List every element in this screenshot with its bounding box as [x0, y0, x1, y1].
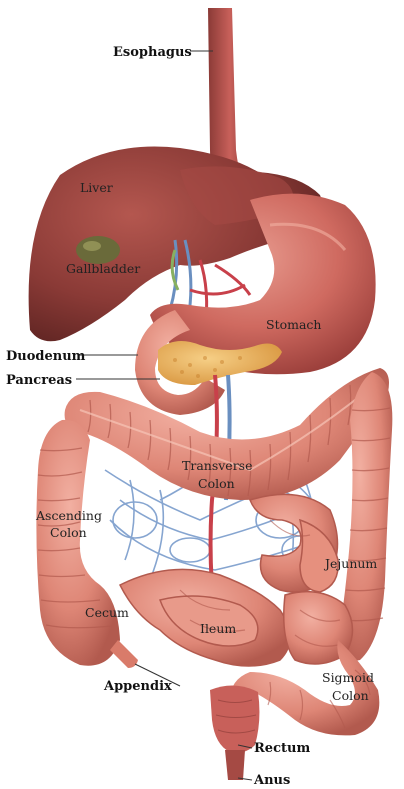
ascending-colon-organ — [36, 420, 120, 666]
gallbladder-organ — [76, 236, 120, 264]
anal-canal-organ — [225, 750, 245, 780]
label-sigmoid-colon-line2: Colon — [332, 688, 369, 703]
rectum-organ — [210, 685, 259, 752]
label-rectum: Rectum — [254, 741, 310, 756]
label-gallbladder: Gallbladder — [66, 261, 140, 276]
label-jejunum: Jejunum — [323, 556, 377, 571]
label-stomach: Stomach — [266, 317, 321, 332]
label-transverse-colon-line2: Colon — [198, 476, 235, 491]
label-sigmoid-colon-line1: Sigmoid — [322, 670, 374, 685]
label-duodenum: Duodenum — [6, 349, 86, 364]
label-appendix: Appendix — [103, 679, 172, 694]
label-anus: Anus — [253, 773, 290, 788]
label-esophagus: Esophagus — [113, 45, 192, 60]
label-ascending-colon-line1: Ascending — [35, 508, 102, 523]
label-pancreas: Pancreas — [6, 373, 72, 388]
label-transverse-colon-line1: Transverse — [182, 458, 252, 473]
label-liver: Liver — [80, 180, 113, 195]
label-ascending-colon-line2: Colon — [50, 525, 87, 540]
label-cecum: Cecum — [85, 605, 129, 620]
small-intestine-organ — [120, 494, 353, 666]
label-ileum: Ileum — [200, 621, 236, 636]
